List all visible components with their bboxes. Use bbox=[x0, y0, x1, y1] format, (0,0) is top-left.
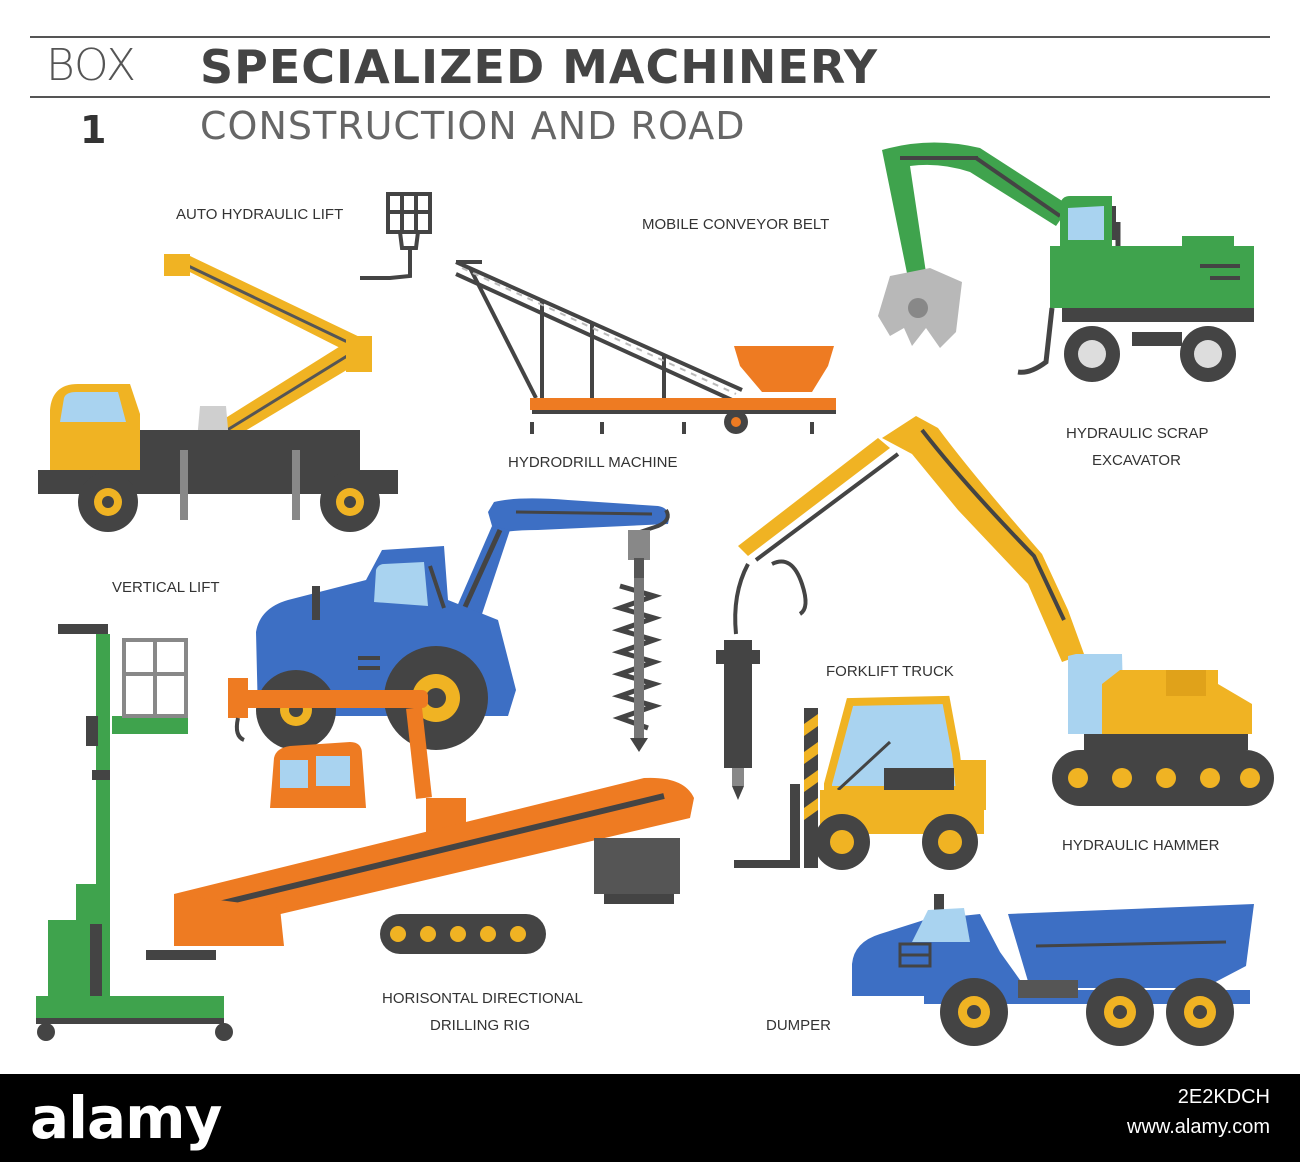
label-hydrodrill-machine: HYDRODRILL MACHINE bbox=[508, 454, 678, 471]
label-hdd-rig-line1: HORISONTAL DIRECTIONAL bbox=[382, 990, 583, 1007]
vertical-lift-illustration bbox=[36, 624, 233, 1041]
brand-logo: alamy bbox=[30, 1084, 222, 1152]
box-label: BOX bbox=[46, 40, 136, 91]
footer-bar: alamy 2E2KDCH www.alamy.com bbox=[0, 1074, 1300, 1162]
hdd-rig-illustration bbox=[146, 678, 694, 960]
header-top-rule bbox=[30, 36, 1270, 38]
label-hydraulic-scrap-excavator-line2: EXCAVATOR bbox=[1092, 452, 1181, 469]
label-hydraulic-scrap-excavator-line1: HYDRAULIC SCRAP bbox=[1066, 425, 1209, 442]
label-auto-hydraulic-lift: AUTO HYDRAULIC LIFT bbox=[176, 206, 344, 223]
header-bottom-rule bbox=[30, 96, 1270, 98]
label-dumper: DUMPER bbox=[766, 1017, 832, 1034]
label-hdd-rig-line2: DRILLING RIG bbox=[430, 1017, 531, 1034]
page-subtitle: CONSTRUCTION AND ROAD bbox=[200, 104, 746, 148]
brand-url[interactable]: www.alamy.com bbox=[1127, 1116, 1270, 1138]
label-hydraulic-hammer: HYDRAULIC HAMMER bbox=[1062, 837, 1220, 854]
auto-hydraulic-lift-illustration bbox=[38, 192, 432, 532]
page-title: SPECIALIZED MACHINERY bbox=[200, 40, 879, 94]
label-vertical-lift: VERTICAL LIFT bbox=[112, 579, 220, 596]
box-number: 1 bbox=[80, 108, 107, 152]
forklift-truck-illustration bbox=[734, 695, 986, 870]
image-id: 2E2KDCH bbox=[1177, 1086, 1270, 1108]
label-forklift-truck: FORKLIFT TRUCK bbox=[826, 663, 954, 680]
hydraulic-hammer-illustration bbox=[716, 416, 1274, 806]
label-mobile-conveyor-belt: MOBILE CONVEYOR BELT bbox=[642, 216, 830, 233]
hydraulic-scrap-excavator-illustration bbox=[878, 142, 1254, 382]
dumper-illustration bbox=[852, 894, 1254, 1046]
hydrodrill-machine-illustration bbox=[256, 498, 670, 752]
mobile-conveyor-belt-illustration bbox=[455, 260, 836, 434]
